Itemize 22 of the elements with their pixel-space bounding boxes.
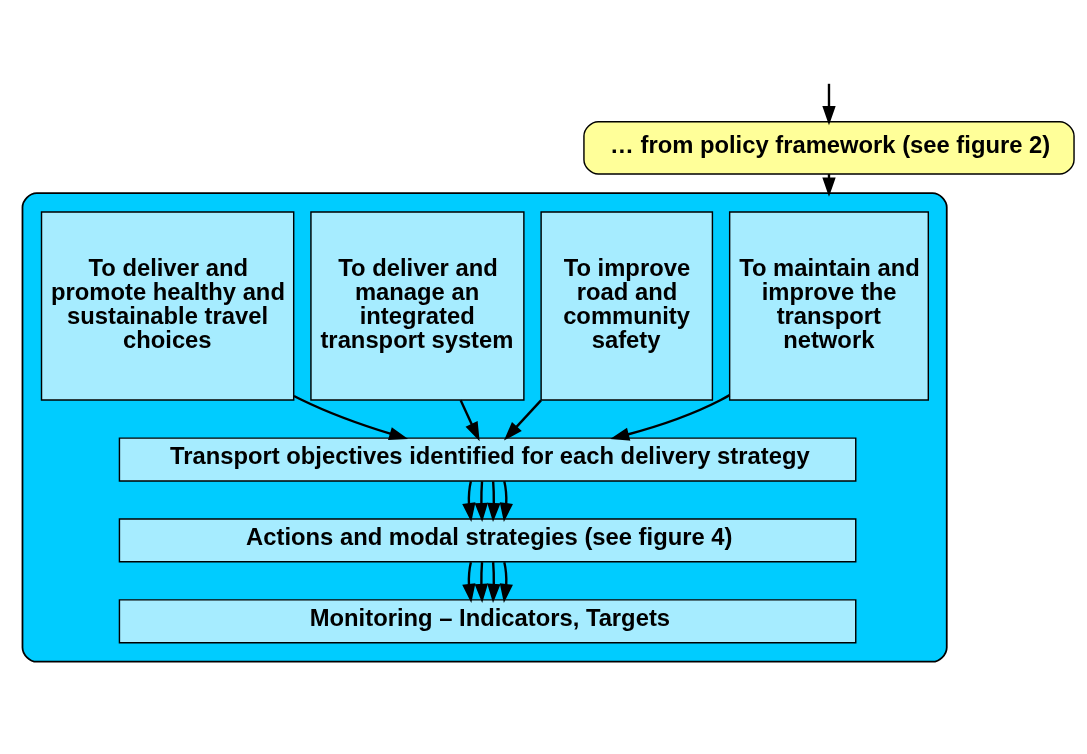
arrow [610, 394, 731, 441]
node-box: Actions and modal strategies (see figure 4) [118, 518, 857, 563]
arrow [459, 399, 480, 442]
node-box: To improve road and community safety [540, 211, 714, 401]
node-box: … from policy framework (see figure 2) [583, 120, 1075, 175]
arrow [487, 562, 501, 603]
arrow [293, 394, 409, 441]
arrow [462, 561, 476, 603]
node-box: To deliver and manage an integrated transport system [310, 211, 525, 401]
arrow [503, 399, 542, 441]
arrow [474, 562, 488, 603]
node-box: Monitoring – Indicators, Targets [118, 599, 857, 644]
arrow [462, 481, 476, 523]
arrow [822, 83, 836, 126]
arrow [499, 561, 513, 603]
cluster [21, 192, 948, 663]
node-box: To maintain and improve the transport network [728, 211, 930, 401]
node-box: To deliver and promote healthy and sustainable travel choices [40, 211, 295, 401]
arrow [474, 481, 488, 523]
arrow [499, 481, 513, 523]
node-box: Transport objectives identified for each delivery strategy [118, 437, 857, 482]
arrow [487, 481, 501, 523]
